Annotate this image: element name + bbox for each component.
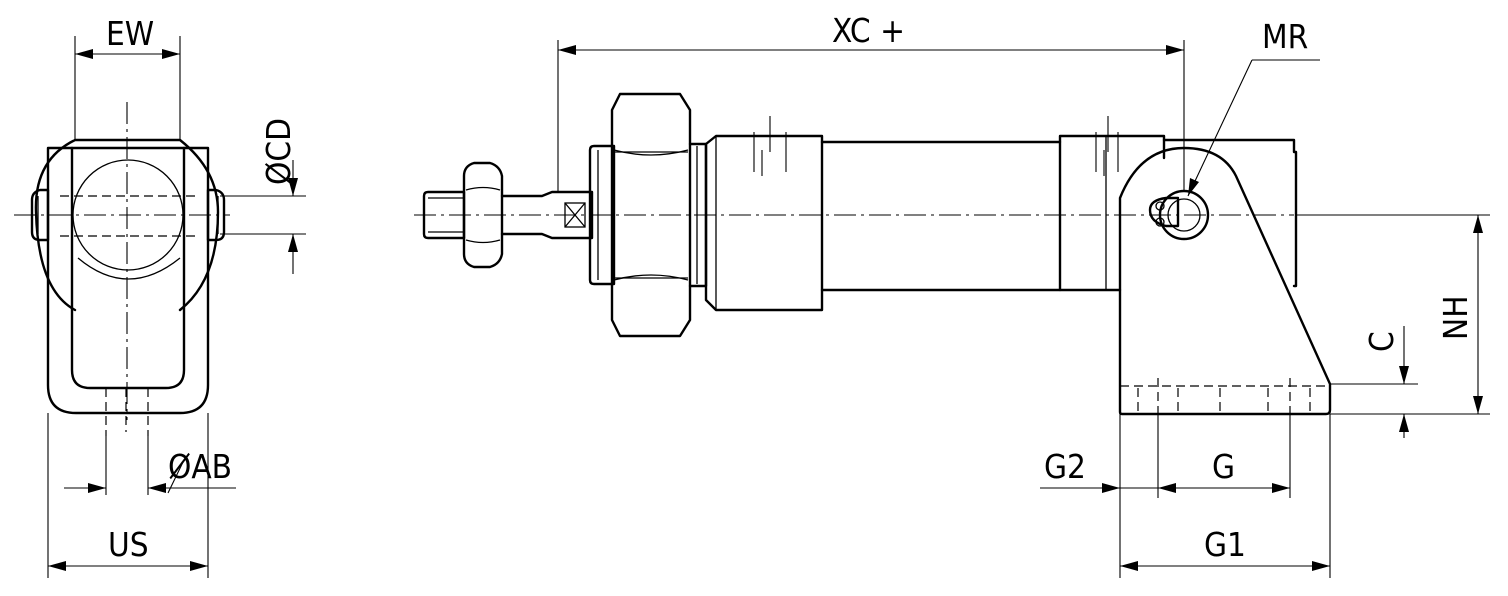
label-cd: ØCD <box>259 118 298 185</box>
dimension-mr: MR <box>1187 17 1320 197</box>
label-ew: EW <box>106 14 154 53</box>
dimension-c: C <box>1362 326 1409 438</box>
dimension-ab: ØAB <box>64 447 236 494</box>
end-view <box>14 36 306 578</box>
dimension-g1: G1 <box>1120 525 1330 571</box>
dimension-xc: XC + <box>558 11 1184 55</box>
label-xc: XC + <box>832 11 905 50</box>
label-g: G <box>1212 447 1235 486</box>
dimension-us: US <box>48 525 208 571</box>
dimension-g2-g: G2 G <box>1040 447 1290 493</box>
label-ab: ØAB <box>168 447 232 486</box>
label-nh: NH <box>1436 295 1475 340</box>
label-g2: G2 <box>1044 447 1086 486</box>
dimension-ew: EW <box>75 14 180 59</box>
side-view <box>414 40 1490 578</box>
dimension-nh: NH <box>1436 215 1483 414</box>
label-us: US <box>108 525 149 564</box>
label-g1: G1 <box>1204 525 1246 564</box>
label-mr: MR <box>1262 17 1308 56</box>
dimension-cd: ØCD <box>259 118 298 274</box>
label-c: C <box>1362 331 1401 352</box>
